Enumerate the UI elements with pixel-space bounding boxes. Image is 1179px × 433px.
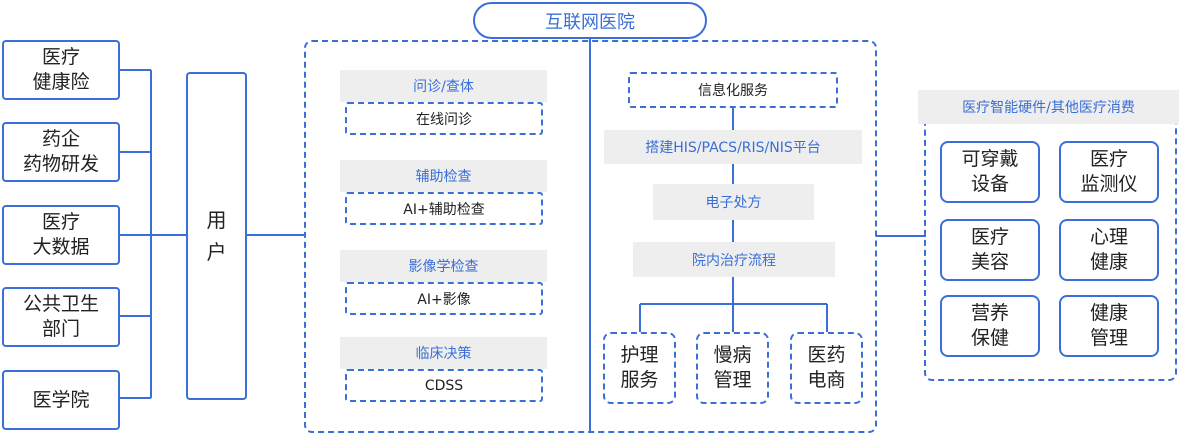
health-management-box: 健康 管理	[1059, 295, 1159, 357]
box-line: 医疗	[970, 226, 1009, 248]
left-box-line: 健康险	[32, 71, 90, 93]
it-services-label: 信息化服务	[698, 83, 768, 99]
step-label: 搭建HIS/PACS/RIS/NIS平台	[645, 140, 821, 156]
user-label-char: 户	[206, 240, 227, 264]
aux-exam-header: 辅助检查	[340, 160, 547, 192]
imaging-header: 影像学检查	[340, 250, 547, 282]
user-box: 用 户	[186, 72, 247, 400]
nursing-service-box: 护理 服务	[603, 332, 676, 404]
cosmetology-box: 医疗 美容	[940, 219, 1040, 281]
left-box-pharma: 药企 药物研发	[2, 122, 120, 182]
box-line: 慢病	[713, 344, 752, 366]
wearable-box: 可穿戴 设备	[940, 141, 1040, 203]
box-line: 服务	[620, 369, 659, 391]
stack-sub-label: AI+辅助检查	[403, 201, 485, 218]
box-line: 医疗	[1089, 148, 1128, 170]
user-label-char: 用	[206, 208, 227, 232]
left-box-line: 药物研发	[22, 153, 99, 175]
box-line: 设备	[970, 173, 1009, 195]
box-line: 健康	[1089, 302, 1128, 324]
box-line: 电商	[807, 369, 846, 391]
left-box-line: 部门	[41, 318, 80, 340]
left-box-line: 药企	[41, 128, 80, 150]
stack-header-label: 辅助检查	[415, 169, 472, 185]
left-box-line: 医疗	[41, 211, 80, 233]
platform-build-step: 搭建HIS/PACS/RIS/NIS平台	[604, 130, 862, 164]
box-line: 美容	[970, 251, 1009, 273]
box-line: 管理	[1089, 327, 1128, 349]
left-box-line: 医疗	[41, 46, 80, 68]
stack-header-label: 问诊/查体	[413, 79, 474, 95]
platform-container	[304, 40, 877, 433]
smart-hardware-label: 医疗智能硬件/其他医疗消费	[962, 100, 1135, 116]
box-line: 监测仪	[1080, 173, 1138, 195]
stack-sub-label: CDSS	[424, 377, 464, 394]
smart-hardware-header: 医疗智能硬件/其他医疗消费	[918, 90, 1179, 124]
cdss-sub: CDSS	[345, 369, 543, 402]
imaging-sub: AI+影像	[345, 282, 543, 315]
chronic-disease-box: 慢病 管理	[696, 332, 769, 404]
step-label: 院内治疗流程	[692, 252, 776, 269]
left-box-line: 公共卫生	[22, 293, 99, 315]
mental-health-box: 心理 健康	[1059, 219, 1159, 281]
box-line: 医药	[807, 344, 846, 366]
consult-header: 问诊/查体	[340, 70, 547, 102]
cdss-header: 临床决策	[340, 337, 547, 369]
left-box-medical-school: 医学院	[2, 370, 120, 430]
title-label: 互联网医院	[545, 11, 635, 33]
stack-header-label: 临床决策	[415, 346, 472, 362]
stack-sub-label: AI+影像	[417, 291, 471, 308]
treatment-process-step: 院内治疗流程	[633, 242, 835, 277]
stack-sub-label: 在线问诊	[416, 111, 472, 128]
title-box: 互联网医院	[473, 2, 707, 39]
monitor-box: 医疗 监测仪	[1059, 141, 1159, 203]
box-line: 可穿戴	[961, 148, 1019, 170]
left-box-line: 大数据	[32, 236, 90, 258]
it-services-box: 信息化服务	[628, 72, 838, 108]
box-line: 健康	[1089, 251, 1128, 273]
box-line: 营养	[970, 302, 1009, 324]
box-line: 保健	[970, 327, 1009, 349]
box-line: 心理	[1089, 226, 1128, 248]
aux-exam-sub: AI+辅助检查	[345, 192, 543, 225]
pharma-ecommerce-box: 医药 电商	[790, 332, 863, 404]
e-prescription-step: 电子处方	[653, 184, 814, 220]
nutrition-box: 营养 保健	[940, 295, 1040, 357]
consult-sub: 在线问诊	[345, 102, 543, 135]
left-box-insurance: 医疗 健康险	[2, 40, 120, 100]
left-box-bigdata: 医疗 大数据	[2, 205, 120, 265]
left-box-line: 医学院	[32, 388, 90, 411]
box-line: 管理	[713, 369, 752, 391]
box-line: 护理	[620, 344, 659, 366]
step-label: 电子处方	[705, 195, 762, 211]
stack-header-label: 影像学检查	[408, 259, 479, 275]
left-box-public-health: 公共卫生 部门	[2, 287, 120, 347]
